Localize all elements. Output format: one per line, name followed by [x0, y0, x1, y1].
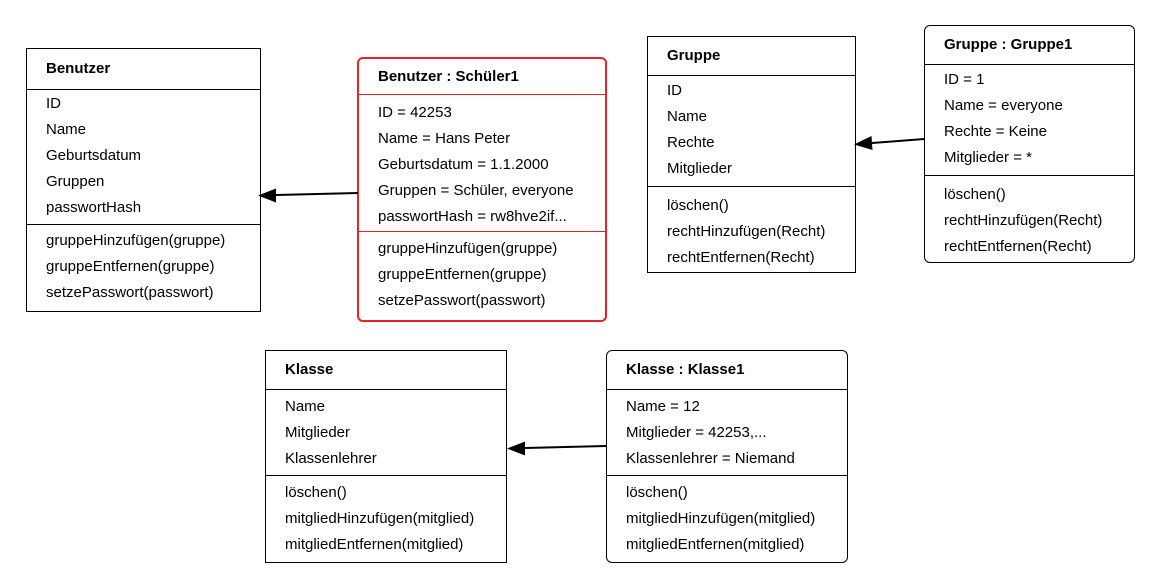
method-row: mitgliedHinzufügen(mitglied): [626, 510, 816, 527]
gruppe-gruppe1-title: Gruppe : Gruppe1: [944, 36, 1073, 53]
gruppe-class-methods: löschen() rechtHinzufügen(Recht) rechtEn…: [648, 187, 855, 271]
separator: [266, 475, 506, 476]
arrow-schueler1-to-benutzer: [258, 188, 359, 203]
attribute-row: passwortHash = rw8hve2if...: [378, 208, 567, 225]
method-row: rechtEntfernen(Recht): [944, 238, 1092, 255]
method-row: rechtHinzufügen(Recht): [944, 212, 1103, 229]
separator: [27, 89, 260, 90]
klasse-class-box[interactable]: Klasse Name Mitglieder Klassenlehrer lös…: [265, 350, 507, 563]
method-row: gruppeEntfernen(gruppe): [378, 266, 547, 283]
separator: [359, 94, 605, 95]
method-row: löschen(): [667, 197, 729, 214]
klasse-class-title: Klasse: [285, 361, 334, 378]
method-row: mitgliedEntfernen(mitglied): [285, 536, 464, 553]
attribute-row: ID: [667, 82, 682, 99]
method-row: rechtEntfernen(Recht): [667, 249, 815, 266]
arrow-gruppe1-to-gruppe: [854, 136, 925, 150]
separator: [648, 186, 855, 187]
attribute-row: Klassenlehrer = Niemand: [626, 450, 795, 467]
separator: [925, 175, 1134, 176]
attribute-row: Mitglieder: [667, 160, 733, 177]
method-row: löschen(): [944, 186, 1006, 203]
benutzer-class-box[interactable]: Benutzer ID Name Geburtsdatum Gruppen pa…: [26, 48, 261, 312]
separator: [648, 75, 855, 76]
separator: [925, 64, 1134, 65]
benutzer-class-attributes: ID Name Geburtsdatum Gruppen passwortHas…: [27, 90, 260, 224]
method-row: löschen(): [626, 484, 688, 501]
attribute-row: Gruppen: [46, 173, 105, 190]
separator: [359, 231, 605, 232]
attribute-row: ID = 1: [944, 71, 985, 88]
method-row: gruppeHinzufügen(gruppe): [46, 232, 226, 249]
method-row: setzePasswort(passwort): [378, 292, 546, 309]
method-row: setzePasswort(passwort): [46, 284, 214, 301]
attribute-row: Klassenlehrer: [285, 450, 377, 467]
attribute-row: Name = everyone: [944, 97, 1063, 114]
attribute-row: Name: [46, 121, 87, 138]
method-row: rechtHinzufügen(Recht): [667, 223, 826, 240]
arrow-klasse1-to-klasse: [507, 441, 607, 456]
attribute-row: Name: [285, 398, 326, 415]
attribute-row: Mitglieder = 42253,...: [626, 424, 767, 441]
method-row: mitgliedEntfernen(mitglied): [626, 536, 805, 553]
gruppe-gruppe1-attributes: ID = 1 Name = everyone Rechte = Keine Mi…: [925, 65, 1134, 175]
separator: [266, 389, 506, 390]
gruppe-class-title: Gruppe: [667, 47, 721, 64]
attribute-row: Mitglieder = *: [944, 149, 1032, 166]
separator: [607, 389, 847, 390]
gruppe-gruppe1-methods: löschen() rechtHinzufügen(Recht) rechtEn…: [925, 176, 1134, 260]
attribute-row: passwortHash: [46, 199, 142, 216]
benutzer-class-title: Benutzer: [46, 60, 111, 77]
attribute-row: ID: [46, 95, 61, 112]
klasse-class-attributes: Name Mitglieder Klassenlehrer: [266, 390, 506, 475]
benutzer-schueler1-title: Benutzer : Schüler1: [378, 67, 519, 85]
attribute-row: Name = Hans Peter: [378, 130, 511, 147]
method-row: löschen(): [285, 484, 347, 501]
attribute-row: Rechte: [667, 134, 715, 151]
benutzer-schueler1-methods: gruppeHinzufügen(gruppe) gruppeEntfernen…: [359, 232, 605, 314]
benutzer-schueler1-attributes: ID = 42253 Name = Hans Peter Geburtsdatu…: [359, 95, 605, 231]
attribute-row: ID = 42253: [378, 104, 452, 121]
benutzer-class-methods: gruppeHinzufügen(gruppe) gruppeEntfernen…: [27, 225, 260, 306]
gruppe-class-box[interactable]: Gruppe ID Name Rechte Mitglieder löschen…: [647, 36, 856, 273]
attribute-row: Geburtsdatum = 1.1.2000: [378, 156, 549, 173]
benutzer-schueler1-object-box[interactable]: Benutzer : Schüler1 ID = 42253 Name = Ha…: [357, 57, 607, 322]
attribute-row: Name: [667, 108, 708, 125]
klasse-klasse1-object-box[interactable]: Klasse : Klasse1 Name = 12 Mitglieder = …: [606, 350, 848, 563]
attribute-row: Gruppen = Schüler, everyone: [378, 182, 574, 199]
klasse-klasse1-title: Klasse : Klasse1: [626, 361, 745, 378]
attribute-row: Mitglieder: [285, 424, 351, 441]
klasse-class-methods: löschen() mitgliedHinzufügen(mitglied) m…: [266, 476, 506, 558]
separator: [607, 475, 847, 476]
attribute-row: Rechte = Keine: [944, 123, 1047, 140]
separator: [27, 224, 260, 225]
attribute-row: Geburtsdatum: [46, 147, 142, 164]
gruppe-class-attributes: ID Name Rechte Mitglieder: [648, 76, 855, 186]
klasse-klasse1-methods: löschen() mitgliedHinzufügen(mitglied) m…: [607, 476, 847, 558]
method-row: gruppeHinzufügen(gruppe): [378, 240, 558, 257]
method-row: gruppeEntfernen(gruppe): [46, 258, 215, 275]
gruppe-gruppe1-object-box[interactable]: Gruppe : Gruppe1 ID = 1 Name = everyone …: [924, 25, 1135, 263]
method-row: mitgliedHinzufügen(mitglied): [285, 510, 475, 527]
klasse-klasse1-attributes: Name = 12 Mitglieder = 42253,... Klassen…: [607, 390, 847, 475]
attribute-row: Name = 12: [626, 398, 700, 415]
